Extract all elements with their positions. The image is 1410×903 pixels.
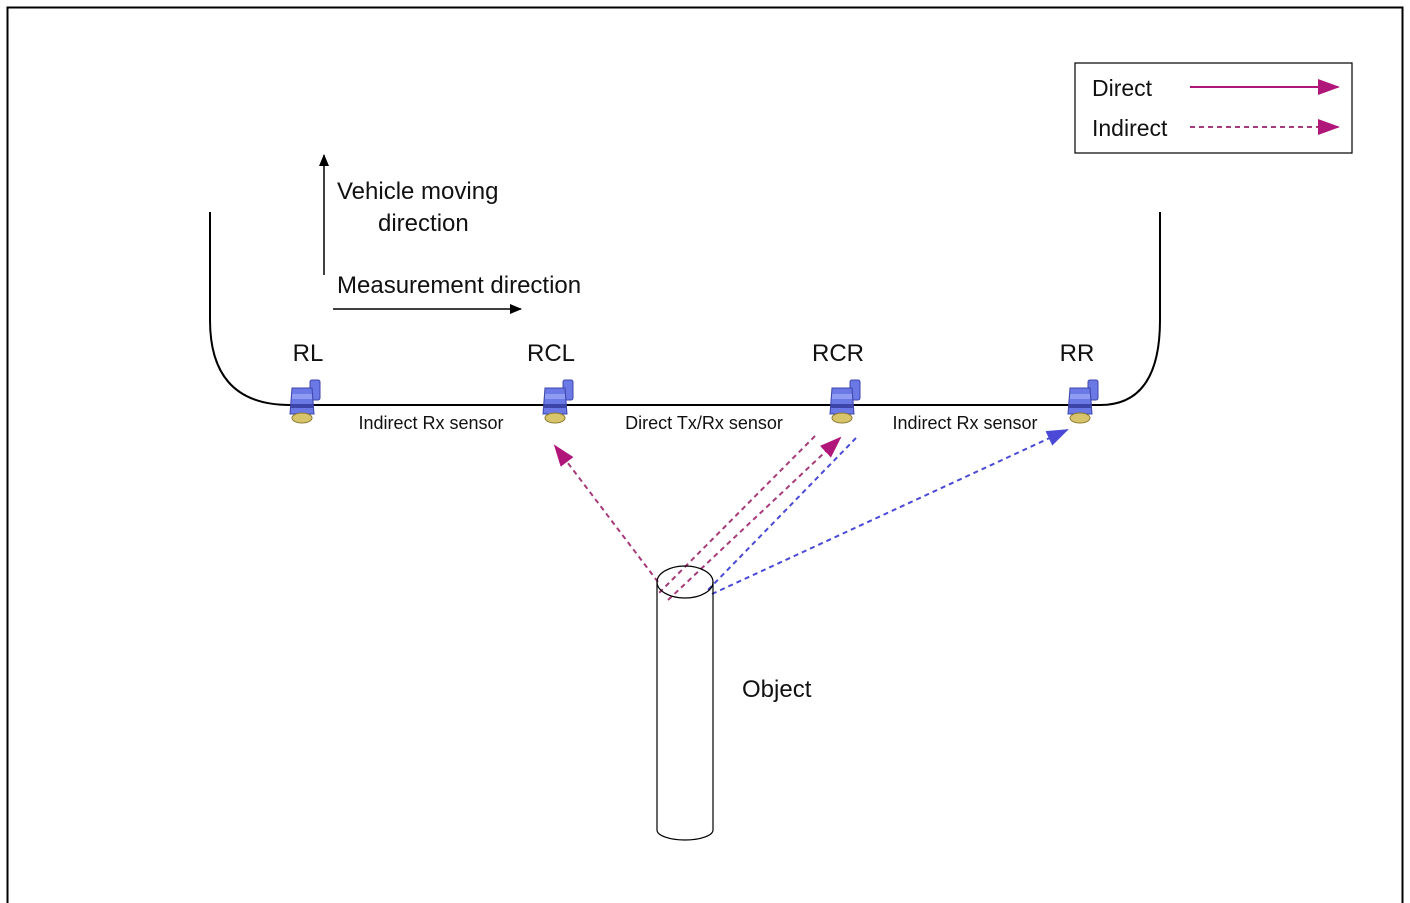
sensor-rr-icon (1067, 379, 1099, 424)
sensor-label-rl: RL (293, 340, 324, 367)
vehicle-direction-label-line2: direction (378, 210, 469, 237)
vehicle-direction-label-line1: Vehicle moving (337, 178, 498, 205)
direct-path-rcr-outgoing (657, 435, 816, 595)
signal-paths (553, 429, 1069, 601)
indirect-path-to-rr (711, 429, 1069, 595)
diagram-border (6, 6, 1404, 903)
sensor-rcl-icon (542, 379, 574, 424)
legend-indirect-label: Indirect (1092, 115, 1168, 141)
object-label: Object (742, 676, 812, 703)
indirect-path-blue-rcr (705, 437, 857, 593)
object-cylinder (656, 565, 714, 841)
segment-label-left: Indirect Rx sensor (358, 413, 503, 433)
segment-label-right: Indirect Rx sensor (892, 413, 1037, 433)
segment-label-center: Direct Tx/Rx sensor (625, 413, 783, 433)
sensor-label-rcl: RCL (527, 340, 575, 367)
legend-direct-label: Direct (1092, 75, 1153, 101)
sensor-rl-icon (289, 379, 321, 424)
sensor-rcr-icon (829, 379, 861, 424)
direct-path-rcr-return (667, 436, 842, 601)
measurement-direction-label: Measurement direction (337, 272, 581, 299)
legend-box (1074, 62, 1353, 154)
sensor-label-rr: RR (1060, 340, 1095, 367)
legend: Direct Indirect (1074, 62, 1353, 154)
indirect-path-to-rcl (553, 444, 659, 583)
sensor-label-rcr: RCR (812, 340, 864, 367)
bumper-outline (209, 212, 1161, 406)
